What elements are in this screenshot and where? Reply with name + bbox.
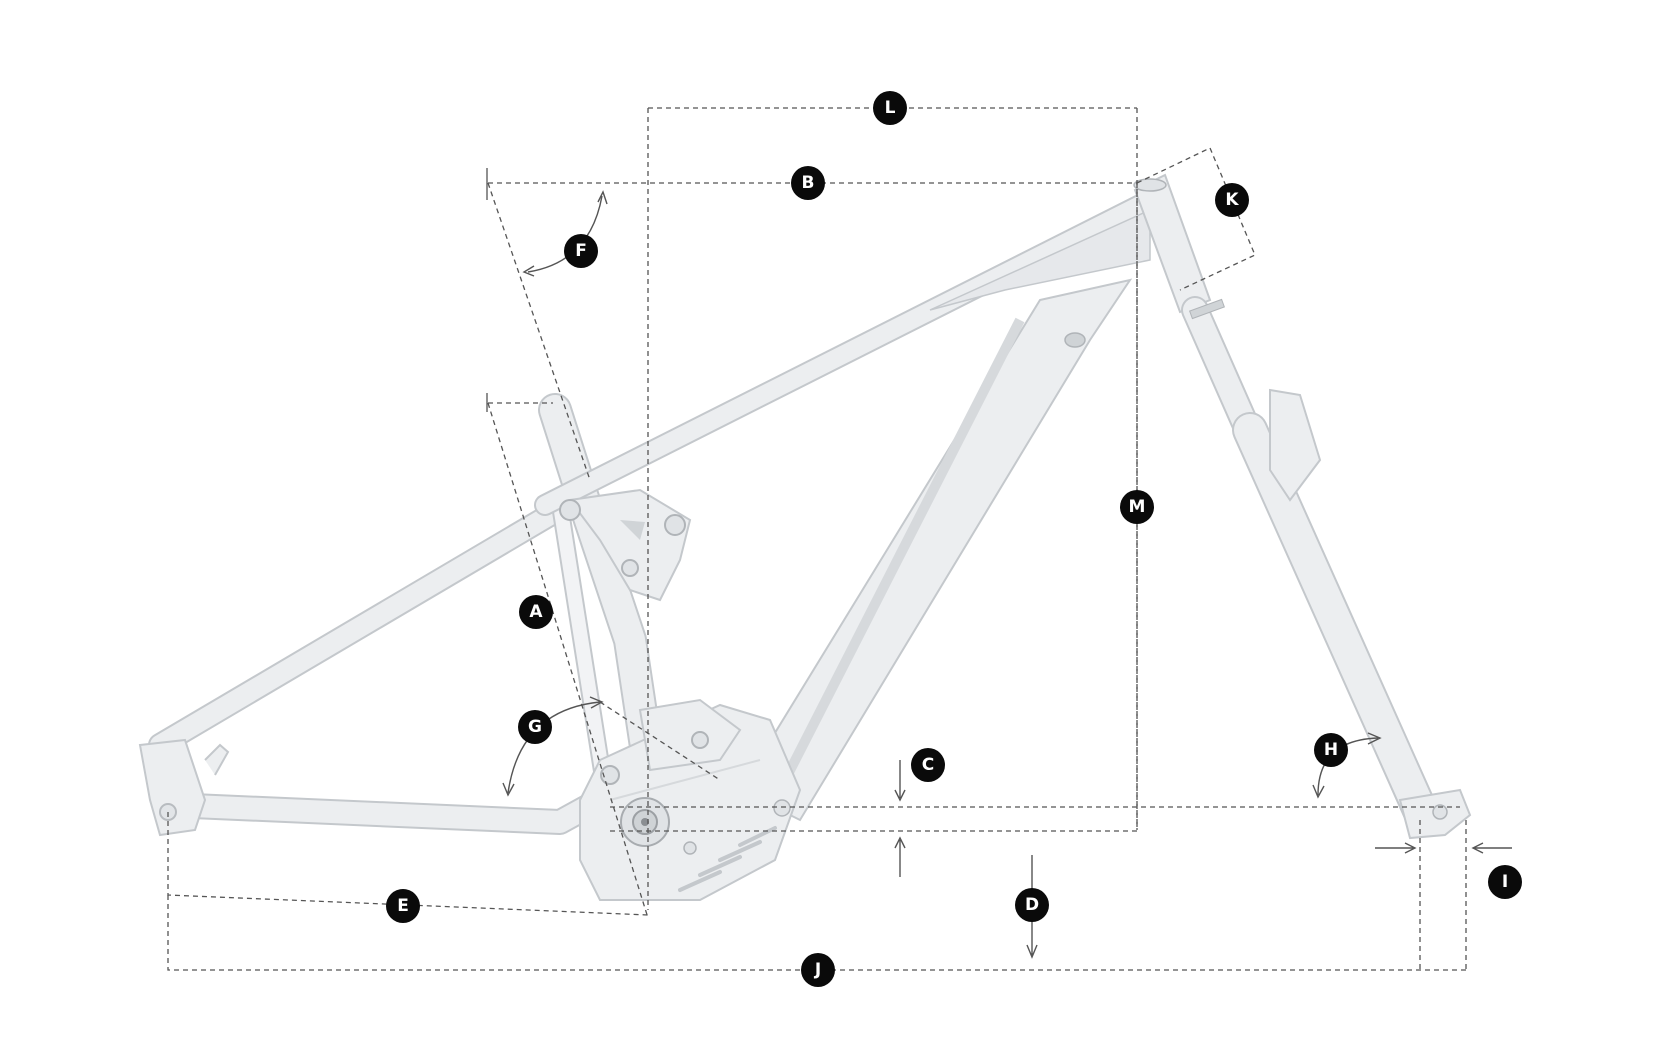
marker-l: L	[873, 91, 907, 125]
marker-h: H	[1314, 733, 1348, 767]
marker-h-label: H	[1324, 740, 1338, 760]
marker-f-label: F	[575, 241, 587, 261]
seat-tube	[538, 393, 665, 777]
arrow-i-right	[1471, 842, 1512, 854]
marker-i: I	[1488, 865, 1522, 899]
dim-line-f	[487, 182, 591, 481]
marker-i-label: I	[1502, 872, 1508, 892]
marker-k: K	[1215, 183, 1249, 217]
arrow-h-1	[1312, 784, 1325, 799]
arrow-g-2	[589, 696, 604, 709]
motor-housing	[579, 703, 802, 901]
marker-g: G	[518, 710, 552, 744]
dim-line-j	[167, 895, 1466, 971]
suspension-fork	[1181, 296, 1438, 834]
arrow-f-1	[597, 190, 608, 205]
arrow-c-down	[894, 760, 906, 802]
bike-frame	[138, 173, 1472, 901]
dim-line-g-ref	[599, 701, 721, 781]
rear-dropout	[138, 738, 230, 837]
marker-j-label: J	[814, 960, 821, 980]
marker-d-label: D	[1025, 895, 1039, 915]
markers: L B K F M A G C	[386, 91, 1522, 987]
arrow-f-2	[522, 265, 535, 277]
marker-d: D	[1015, 888, 1049, 922]
arrow-g-1	[502, 782, 515, 797]
marker-a: A	[519, 595, 553, 629]
marker-c-label: C	[922, 755, 934, 775]
marker-b: B	[791, 166, 825, 200]
arrow-c-up	[894, 836, 906, 877]
top-tube	[534, 189, 1161, 516]
marker-l-label: L	[885, 98, 896, 118]
marker-m-label: M	[1129, 497, 1146, 517]
seatstay	[148, 500, 567, 757]
marker-e: E	[386, 889, 420, 923]
rocker-link	[559, 488, 692, 602]
arrow-h-2	[1367, 732, 1382, 745]
marker-a-label: A	[529, 602, 543, 622]
marker-g-label: G	[528, 717, 542, 737]
marker-m: M	[1120, 490, 1154, 524]
marker-b-label: B	[802, 173, 815, 193]
marker-e-label: E	[397, 896, 409, 916]
marker-f: F	[564, 234, 598, 268]
arrow-i-left	[1375, 842, 1417, 854]
marker-j: J	[801, 953, 835, 987]
fork-dropout	[1398, 788, 1472, 840]
head-tube	[1133, 173, 1212, 314]
marker-k-label: K	[1225, 190, 1239, 210]
motor-vents	[678, 826, 777, 892]
lower-link	[600, 698, 742, 785]
marker-c: C	[911, 748, 945, 782]
down-tube	[738, 278, 1133, 822]
dim-line-a	[487, 402, 649, 919]
